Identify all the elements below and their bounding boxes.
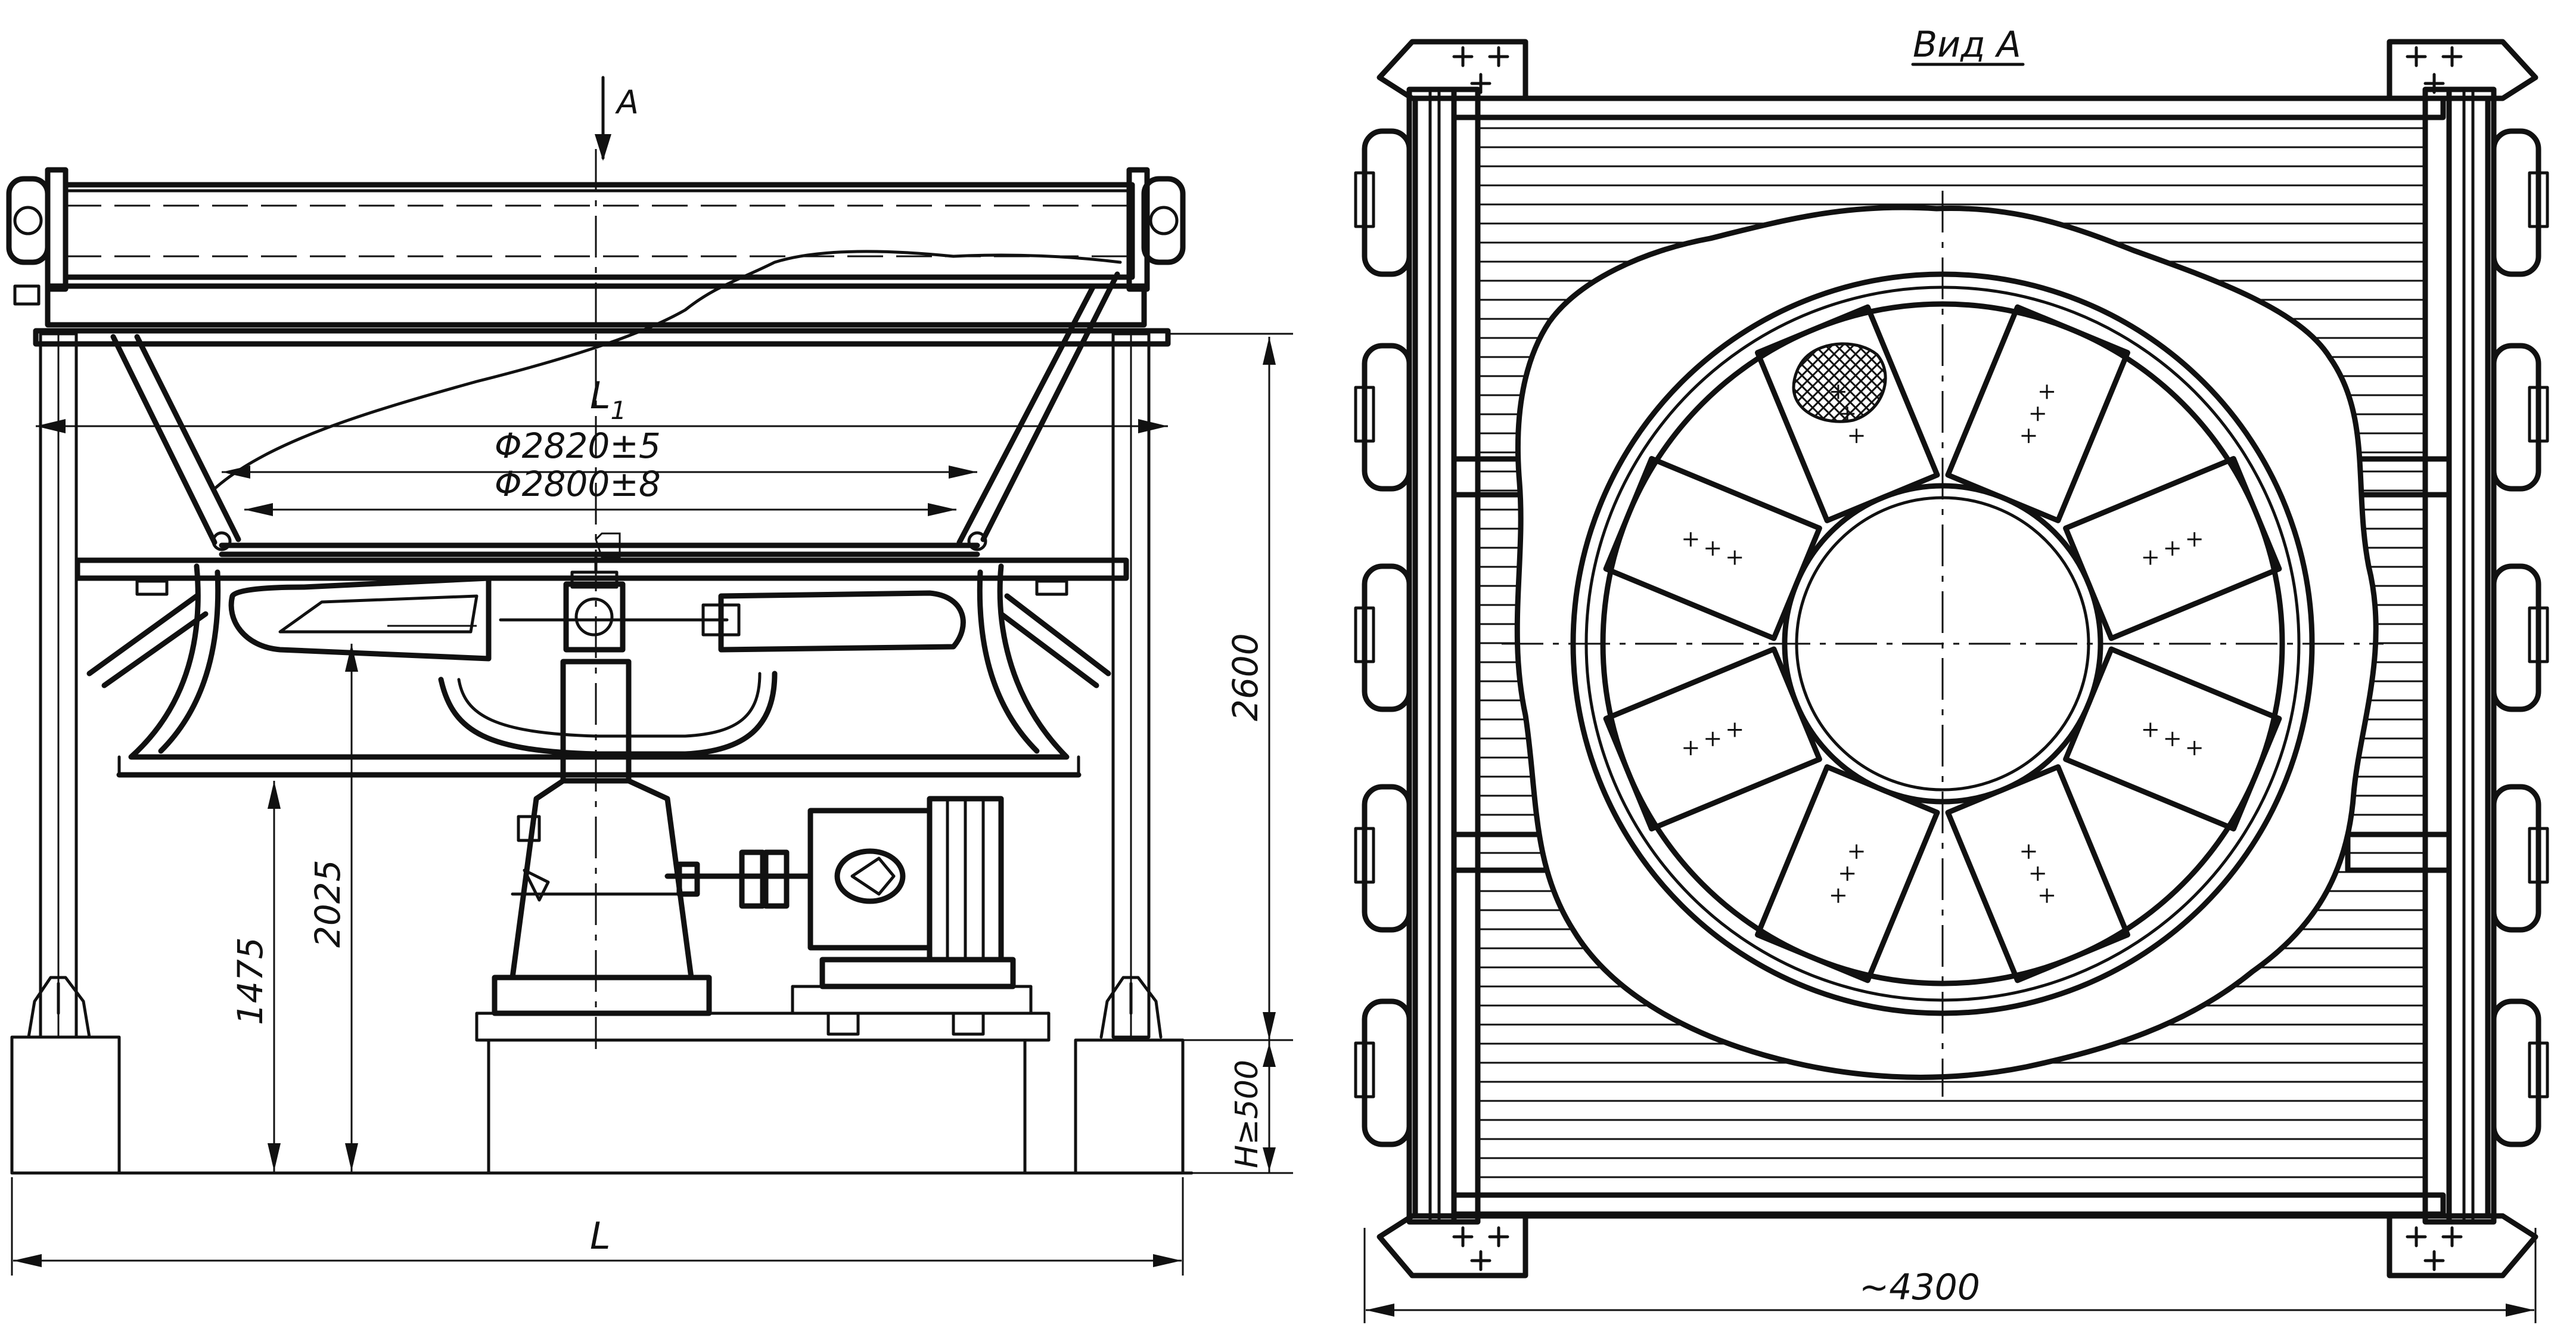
roller-housing-right [2491, 128, 2541, 277]
corner-bracket-bl [1376, 1213, 1528, 1279]
roller-housing-right [2491, 343, 2541, 492]
spoke [1755, 764, 1940, 983]
spoke [1945, 764, 2130, 983]
bottom-rail [1451, 1192, 2446, 1217]
roller-housing-left [1362, 998, 1412, 1147]
roller-cap-right [2528, 171, 2549, 228]
dim-d-outer-label: Φ2820±5 [495, 426, 661, 466]
roller-cap-left [1354, 606, 1375, 663]
left-column [27, 332, 91, 1039]
top-roller-beam [33, 182, 1171, 347]
right-roller-end [1126, 167, 1186, 292]
roller-cap-left [1354, 171, 1375, 228]
spoke [2063, 646, 2282, 831]
right-side-beams [2422, 86, 2497, 1225]
corner-bracket-br [2387, 1213, 2538, 1279]
corner-bracket-tl [1376, 39, 1528, 101]
dim-h-rim-label: 1475 [230, 937, 271, 1025]
rotor-hub [499, 556, 741, 653]
rotor-arm-left [228, 575, 492, 662]
right-foundation-block [1074, 1038, 1185, 1175]
side-elevation-view: A L1 Φ2820±5 Φ2800±8 2600 H≥500 2025 [6, 76, 1293, 1276]
left-roller-end [6, 167, 69, 306]
roller-housing-left [1362, 563, 1412, 712]
roller-cap-right [2528, 386, 2549, 443]
roller-housing-left [1362, 128, 1412, 277]
spoke [1603, 456, 1822, 641]
left-foundation-block [10, 1035, 121, 1175]
spoke [1945, 304, 2130, 523]
roller-housings [1354, 128, 2549, 1147]
right-brace [998, 593, 1111, 688]
roller-cap-right [2528, 1041, 2549, 1099]
material-break-line [213, 250, 1122, 491]
top-rail [1451, 95, 2446, 120]
dim-width-label: ~4300 [1859, 1267, 1980, 1308]
rotating-bowl [116, 563, 1082, 778]
platform-rail [74, 557, 1129, 581]
right-column [1099, 332, 1163, 1039]
roller-housing-right [2491, 784, 2541, 933]
roller-cap-left [1354, 386, 1375, 443]
dim-h-bowl-label: 2025 [307, 859, 348, 948]
left-brace [86, 593, 209, 688]
spoke [1755, 304, 1940, 523]
roller-cap-left [1354, 827, 1375, 884]
corner-bracket-tr [2387, 39, 2538, 101]
rotor-spokes [1603, 304, 2282, 983]
dim-l-label: L [590, 1214, 611, 1258]
spoke [2063, 456, 2282, 641]
drive-pedestal [475, 659, 1051, 1042]
roller-cap-left [1354, 1041, 1375, 1099]
roller-cap-right [2528, 606, 2549, 663]
roller-cap-right [2528, 827, 2549, 884]
roller-housing-right [2491, 563, 2541, 712]
hopper-sides [110, 271, 1120, 558]
dim-h-total-label: 2600 [1225, 633, 1266, 721]
rotor-arm-right [718, 590, 966, 653]
spoke [1603, 646, 1822, 831]
dim-l1-label: L1 [590, 374, 626, 425]
plan-view-title: Вид А [1913, 24, 2021, 66]
left-side-beams [1406, 86, 1481, 1225]
roller-housing-left [1362, 784, 1412, 933]
roller-housing-left [1362, 343, 1412, 492]
dim-d-inner-label: Φ2800±8 [495, 464, 661, 504]
hatched-patch [1792, 342, 1887, 423]
drive-motor [664, 796, 1033, 1036]
view-marker-label: A [615, 83, 639, 121]
center-foundation-block [487, 1038, 1027, 1175]
cutaway-boundary [1514, 204, 2379, 1080]
plan-view-a: Вид А [1354, 24, 2549, 1323]
roller-housing-right [2491, 998, 2541, 1147]
dim-h-found-label: H≥500 [1229, 1060, 1265, 1168]
